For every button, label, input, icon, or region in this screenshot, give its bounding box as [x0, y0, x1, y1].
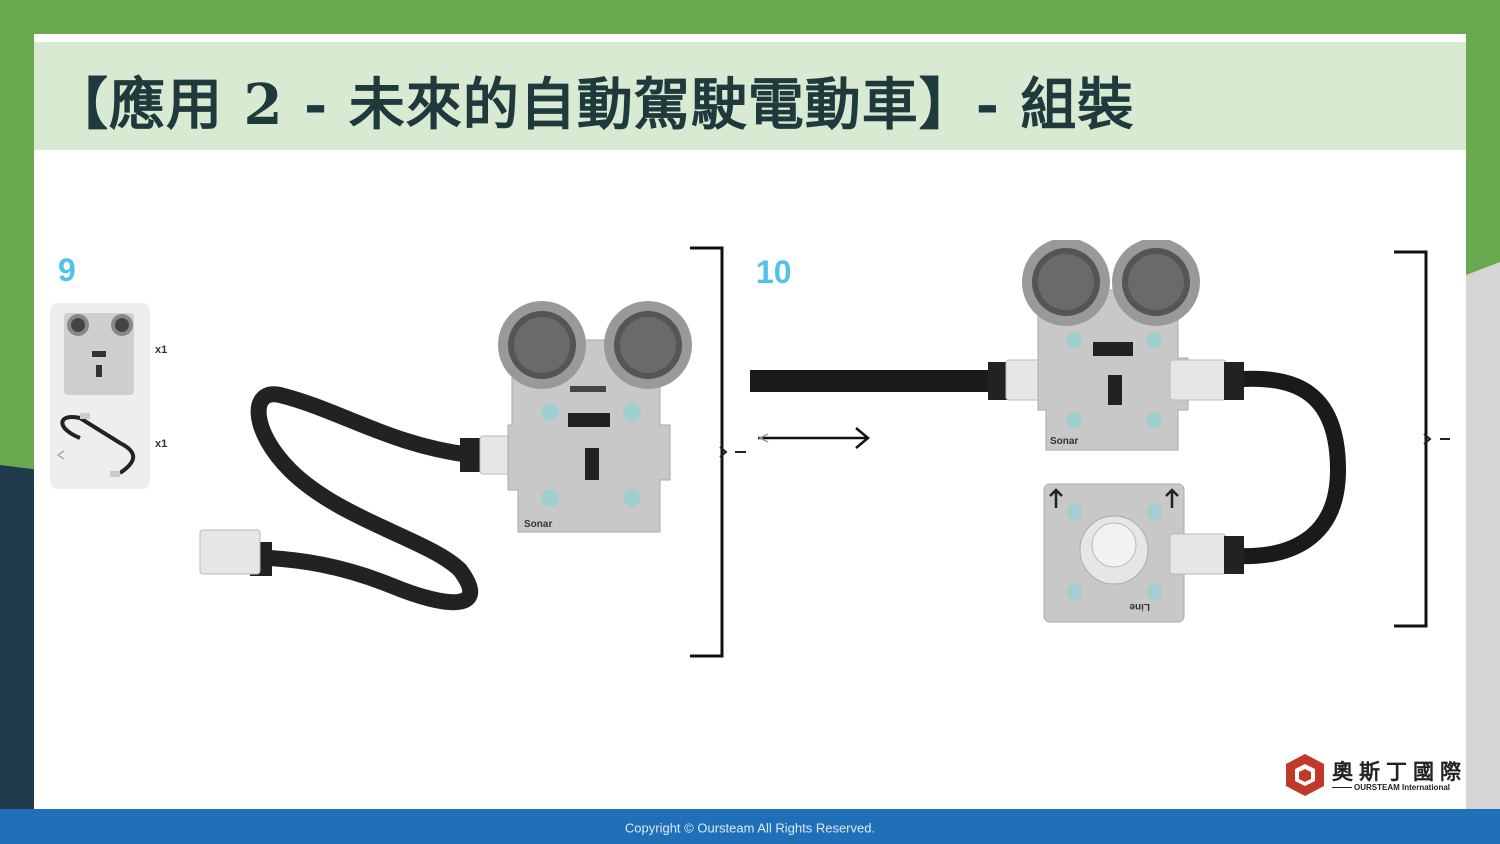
parts-list-panel: [50, 303, 150, 489]
brand-name-cn: 奧斯丁國際: [1332, 760, 1467, 784]
page-title: 【應用 2 - 未來的自動駕駛電動車】- 組裝: [52, 72, 1135, 138]
sonar-module-assembled: Sonar: [1022, 240, 1200, 451]
sonar-board-label: Sonar: [524, 519, 552, 530]
footer-bar: [0, 809, 1500, 844]
part-qty-sonar: x1: [155, 344, 168, 356]
line-sensor-module: Line: [1043, 483, 1185, 623]
title-bar: 【應用 2 - 未來的自動駕駛電動車】- 組裝: [34, 42, 1466, 150]
step-10-illustration: Sonar Line: [750, 240, 1450, 628]
oursteam-logo-icon: [1286, 754, 1324, 796]
part-qty-cable: x1: [155, 438, 168, 450]
parts-thumbnails: [56, 313, 136, 477]
step-9-illustration: Sonar: [199, 246, 746, 658]
line-board-label: Line: [1129, 601, 1150, 612]
step-number-10: 10: [756, 254, 792, 290]
step-number-9: 9: [58, 252, 76, 288]
copyright-text: Copyright © Oursteam All Rights Reserved…: [624, 820, 876, 836]
slide-canvas: 【應用 2 - 未來的自動駕駛電動車】- 組裝: [34, 34, 1466, 809]
sonar-module: Sonar: [498, 301, 692, 533]
brand-divider: [1332, 787, 1352, 788]
sonar-board-label-2: Sonar: [1050, 436, 1078, 447]
brand-name-en: OURSTEAM International: [1354, 783, 1451, 792]
